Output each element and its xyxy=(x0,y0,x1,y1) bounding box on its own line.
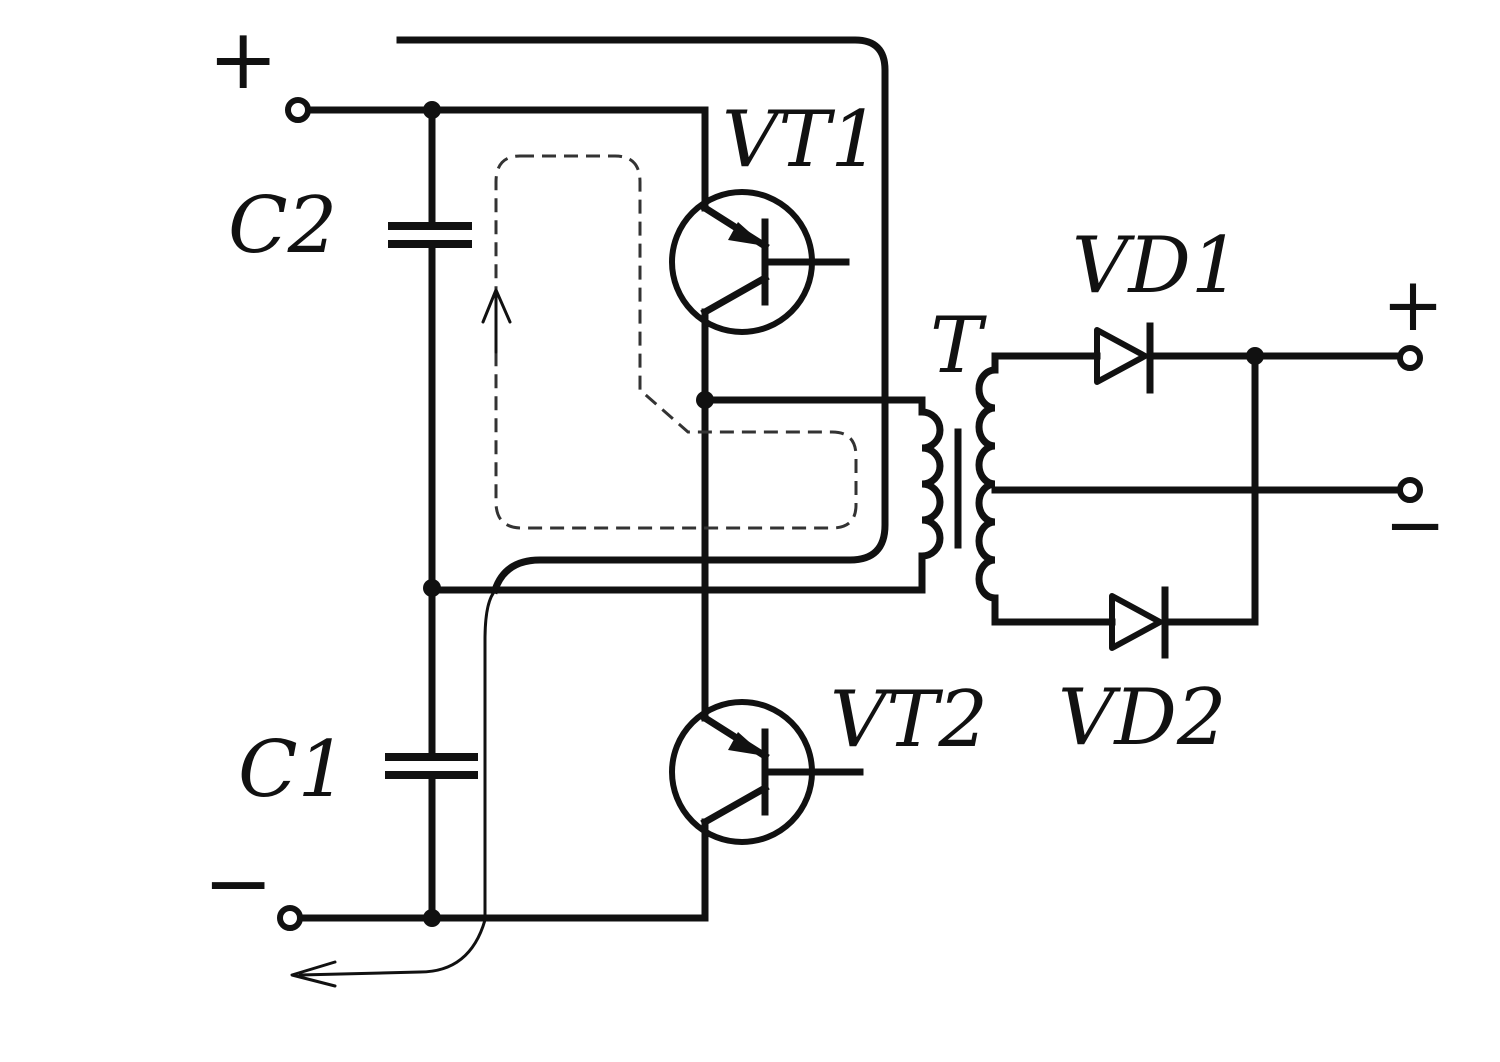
output-minus-sign: − xyxy=(1384,482,1446,568)
input-positive-terminal xyxy=(285,97,311,123)
capacitor-c2 xyxy=(388,222,472,248)
label-vd1: VD1 xyxy=(1072,221,1241,311)
top-return-wire xyxy=(396,36,889,595)
transistor-collector-lead xyxy=(700,273,770,317)
diode-vd2 xyxy=(1109,586,1169,659)
input-plus-sign: + xyxy=(208,10,278,108)
junction-dot xyxy=(423,909,441,927)
output-negative-terminal xyxy=(1397,477,1423,503)
label-c2: C2 xyxy=(228,181,337,271)
output-positive-terminal xyxy=(1397,345,1423,371)
transistor-vt1 xyxy=(669,189,850,335)
diode-vd1 xyxy=(1094,322,1154,394)
input-negative-terminal xyxy=(277,905,303,931)
emitter-arrow-icon xyxy=(728,222,765,246)
label-c1: C1 xyxy=(238,725,347,815)
junction-dot xyxy=(423,579,441,597)
emitter-arrow-icon xyxy=(728,732,765,756)
label-vd2: VD2 xyxy=(1058,673,1227,763)
terminals xyxy=(277,97,1423,931)
label-t: T xyxy=(930,301,987,391)
current-out-arrow-icon xyxy=(290,960,337,988)
current-loop-path xyxy=(494,154,858,530)
junction-dot xyxy=(423,101,441,119)
junction-dot xyxy=(1246,347,1264,365)
transistor-collector-lead xyxy=(700,783,770,827)
label-vt1: VT1 xyxy=(722,95,880,185)
transistor-vt2 xyxy=(669,699,864,845)
transformer-t xyxy=(918,366,999,602)
input-minus-sign: − xyxy=(203,834,273,932)
current-up-arrow-icon xyxy=(481,288,512,354)
output-plus-sign: + xyxy=(1382,262,1444,348)
junctions xyxy=(423,101,1264,927)
capacitor-c1 xyxy=(385,753,478,779)
current-return-path xyxy=(298,588,498,977)
main-wiring xyxy=(286,36,1404,922)
secondary-winding xyxy=(975,366,999,602)
junction-dot xyxy=(696,391,714,409)
primary-winding xyxy=(918,408,944,560)
diode-triangle xyxy=(1094,327,1148,385)
label-vt2: VT2 xyxy=(830,675,988,765)
diode-triangle xyxy=(1109,593,1163,651)
